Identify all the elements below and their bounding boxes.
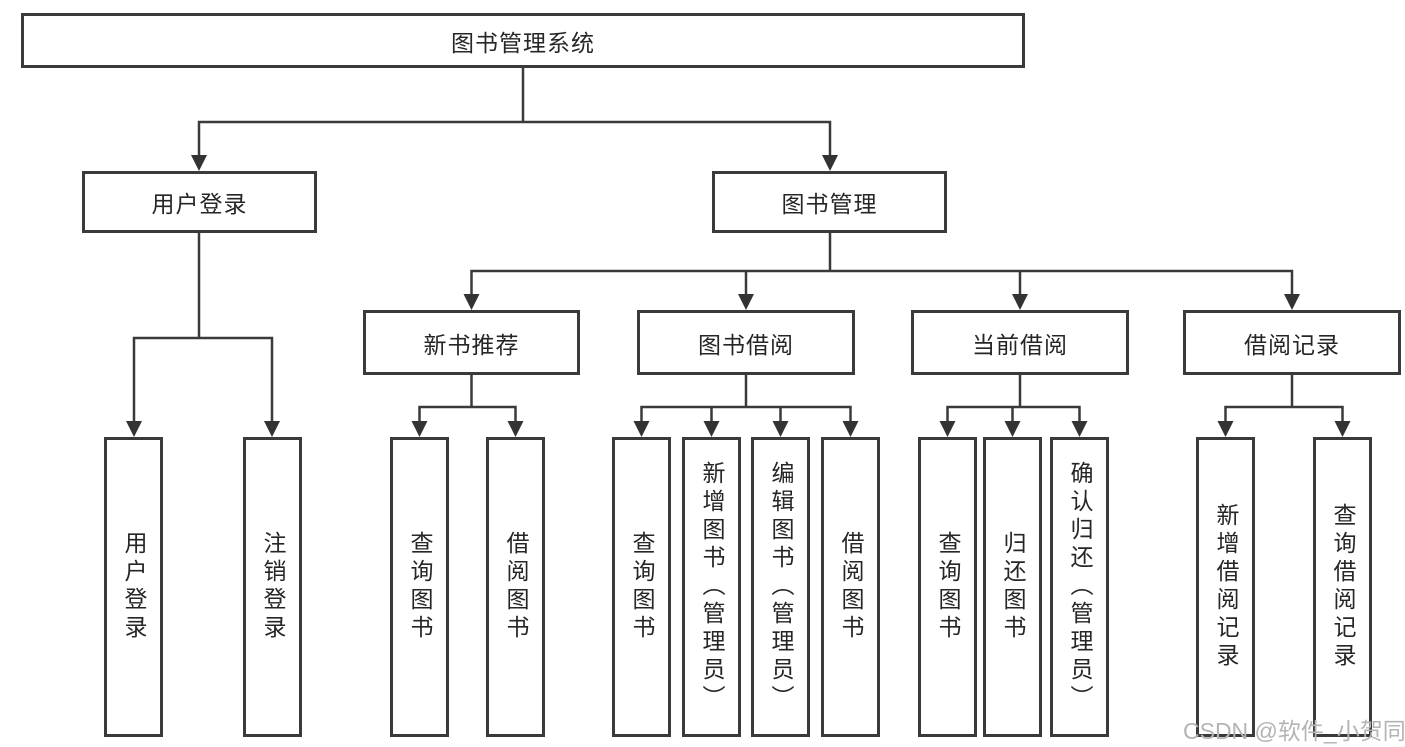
node-root-label: 图书管理系统: [451, 29, 595, 56]
leaf-add-book-admin: 新增图书（管理员）: [682, 437, 741, 737]
node-user-login: 用户登录: [82, 171, 317, 233]
leaf-newbooks-query-books-label: 查询图书: [407, 531, 433, 643]
node-current-borrow-label: 当前借阅: [972, 331, 1068, 358]
leaf-confirm-return-admin: 确认归还（管理员）: [1050, 437, 1109, 737]
node-root-system: 图书管理系统: [21, 13, 1025, 68]
leaf-current-query-books: 查询图书: [918, 437, 977, 737]
leaf-return-book: 归还图书: [983, 437, 1042, 737]
node-borrow-records: 借阅记录: [1183, 310, 1401, 375]
leaf-borrow-query-books-label: 查询图书: [629, 531, 655, 643]
connector-arrowheads: [126, 155, 1351, 437]
leaf-confirm-return-admin-label: 确认归还（管理员）: [1067, 461, 1093, 713]
leaf-query-borrow-record: 查询借阅记录: [1313, 437, 1372, 737]
node-user-login-label: 用户登录: [151, 191, 248, 217]
leaf-logout-label: 注销登录: [260, 531, 286, 643]
leaf-borrow-borrow-books: 借阅图书: [821, 437, 880, 737]
leaf-query-borrow-record-label: 查询借阅记录: [1330, 503, 1356, 671]
leaf-newbooks-borrow-books: 借阅图书: [486, 437, 545, 737]
node-book-management-label: 图书管理: [781, 191, 878, 217]
leaf-borrow-query-books: 查询图书: [612, 437, 671, 737]
csdn-watermark: CSDN @软件_小贺同学: [1183, 718, 1405, 744]
node-new-book-recommend: 新书推荐: [363, 310, 580, 375]
leaf-add-borrow-record-label: 新增借阅记录: [1213, 503, 1239, 671]
leaf-newbooks-borrow-books-label: 借阅图书: [503, 531, 529, 643]
leaf-add-borrow-record: 新增借阅记录: [1196, 437, 1255, 737]
node-borrow-records-label: 借阅记录: [1244, 331, 1340, 358]
node-new-book-recommend-label: 新书推荐: [423, 331, 520, 358]
leaf-newbooks-query-books: 查询图书: [390, 437, 449, 737]
node-book-borrow-label: 图书借阅: [698, 331, 794, 358]
leaf-user-login-label: 用户登录: [121, 531, 147, 643]
leaf-add-book-admin-label: 新增图书（管理员）: [699, 461, 725, 713]
node-book-borrow: 图书借阅: [637, 310, 855, 375]
leaf-logout: 注销登录: [243, 437, 302, 737]
leaf-return-book-label: 归还图书: [1000, 531, 1026, 643]
node-current-borrow: 当前借阅: [911, 310, 1129, 375]
leaf-edit-book-admin-label: 编辑图书（管理员）: [768, 461, 794, 713]
leaf-user-login: 用户登录: [104, 437, 163, 737]
leaf-edit-book-admin: 编辑图书（管理员）: [751, 437, 810, 737]
leaf-current-query-books-label: 查询图书: [935, 531, 961, 643]
leaf-borrow-borrow-books-label: 借阅图书: [838, 531, 864, 643]
connector-edges: [132, 68, 1344, 423]
node-book-management: 图书管理: [712, 171, 947, 233]
